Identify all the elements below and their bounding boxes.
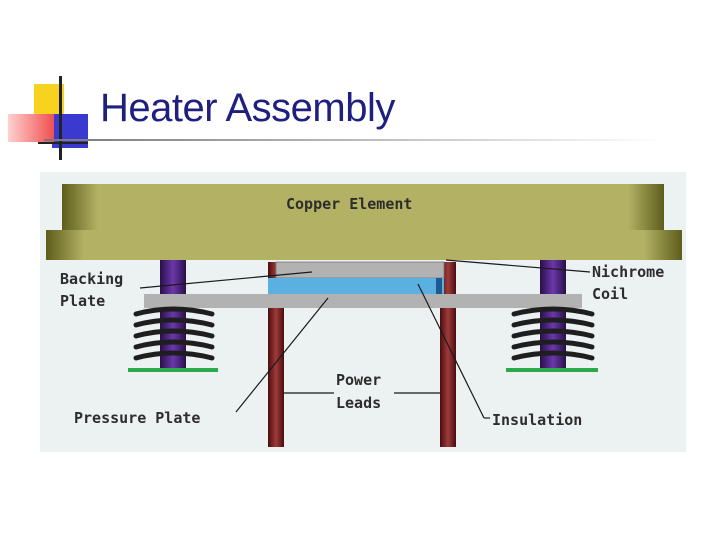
label-pressure-plate: Pressure Plate	[74, 409, 200, 427]
nichrome-coil-leader	[445, 259, 591, 273]
label-backing-plate-1: Backing	[60, 270, 123, 288]
label-nichrome-coil-2: Coil	[592, 285, 628, 303]
insulation-layer	[268, 278, 444, 294]
left-power-lead	[268, 262, 284, 447]
label-insulation: Insulation	[492, 411, 582, 429]
red-square	[8, 114, 54, 142]
nichrome-coil	[275, 261, 445, 279]
horizontal-rule	[38, 142, 88, 144]
vertical-rule	[59, 76, 62, 160]
title-decoration	[8, 76, 98, 162]
left-washer	[128, 368, 218, 372]
right-power-lead	[440, 262, 456, 447]
insulation-edge	[436, 278, 442, 294]
copper-element	[46, 184, 682, 260]
backing-plate-leader	[139, 271, 313, 289]
label-backing-plate-2: Plate	[60, 292, 105, 310]
pressure-plate	[144, 294, 582, 308]
label-power-leads-2: Leads	[336, 394, 381, 412]
left-spring	[133, 306, 215, 361]
right-washer	[506, 368, 598, 372]
pressure-plate-leader	[235, 297, 329, 413]
right-spring	[511, 306, 595, 361]
insulation-leader-diag	[417, 283, 485, 419]
title-underline	[44, 139, 666, 141]
heater-assembly-diagram: Copper Element Backing Plate Nichrome Co…	[40, 172, 686, 452]
label-nichrome-coil-1: Nichrome	[592, 263, 664, 281]
label-copper-element: Copper Element	[286, 195, 412, 213]
slide-title: Heater Assembly	[100, 86, 395, 130]
label-power-leads-1: Power	[336, 371, 381, 389]
